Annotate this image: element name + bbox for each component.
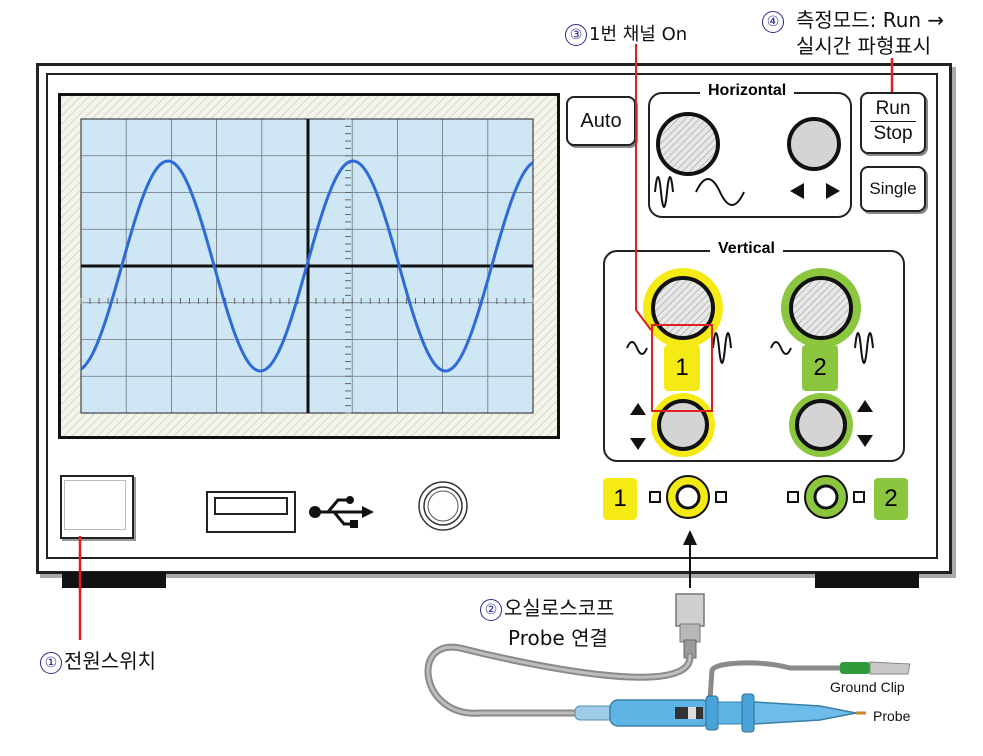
ch2-on-button[interactable]: 2 [802, 345, 838, 391]
ch1-highlight-box [651, 324, 713, 412]
vertical-controls [626, 268, 874, 457]
channel-leader [635, 44, 652, 331]
horizontal-controls [654, 112, 841, 208]
usb-port-slot [214, 497, 288, 515]
ch1-scale-knob [651, 276, 715, 340]
ground-clip-label: Ground Clip [830, 679, 905, 695]
callout-number-3: ③ [565, 24, 587, 46]
ch1-on-button[interactable]: 1 [664, 345, 700, 391]
right-arrow-icon [826, 183, 840, 199]
channel-callout-text: 1번 채널 On [589, 24, 688, 45]
oscilloscope-inner-frame [46, 73, 938, 559]
probe-bnc-connector [675, 593, 705, 627]
ch1-small-wave-icon [626, 341, 648, 355]
ch2-small-wave-icon [770, 341, 792, 355]
probe-label: Probe [873, 708, 911, 724]
display-screen [58, 93, 560, 439]
ch2-input-label: 2 [874, 478, 908, 520]
screen-ticks [80, 118, 534, 414]
callout-number-2: ② [480, 598, 502, 621]
run-label: Run [875, 98, 911, 119]
power-switch-inner [64, 480, 126, 530]
mode-callout: ④ 측정모드: Run → [762, 4, 944, 33]
sine-waveform [80, 159, 534, 373]
vertical-title: Vertical [710, 240, 783, 258]
stop-label: Stop [873, 123, 913, 144]
horizontal-title: Horizontal [700, 82, 795, 100]
expanded-wave-icon [695, 178, 745, 206]
ch1-down-arrow-icon [630, 438, 646, 450]
compressed-wave-icon [654, 176, 674, 208]
usb-icon [309, 496, 374, 528]
ch2-scale-knob [789, 276, 853, 340]
ground-clip [840, 662, 870, 674]
callout-number-1: ① [40, 651, 62, 674]
ch1-position-knob [657, 399, 709, 451]
callout-number-4: ④ [762, 10, 784, 33]
foot-right [815, 572, 919, 588]
foot-left [62, 572, 166, 588]
ch2-up-arrow-icon [857, 400, 873, 412]
power-switch[interactable] [60, 475, 134, 539]
left-arrow-icon [790, 183, 804, 199]
probe-arrow-head [683, 530, 697, 545]
single-button[interactable]: Single [860, 166, 926, 212]
ch2-large-wave-icon [854, 332, 874, 364]
ch2-bnc-input[interactable] [786, 474, 866, 520]
mode-callout-line2: 실시간 파형표시 [796, 34, 932, 58]
ground-lead [707, 660, 840, 701]
ch1-up-arrow-icon [630, 403, 646, 415]
probe-callout-line1: 오실로스코프 [504, 596, 615, 620]
ch1-input-label: 1 [603, 478, 637, 520]
probe-illustration [424, 593, 911, 733]
power-callout-text: 전원스위치 [64, 649, 156, 673]
probe-callout-line2: Probe 연결 [508, 626, 608, 650]
ch2-position-knob [795, 399, 847, 451]
auto-button[interactable]: Auto [566, 96, 636, 146]
horizontal-position-knob [787, 117, 841, 171]
ch1-bnc-input[interactable] [648, 474, 728, 520]
run-stop-divider [870, 121, 916, 122]
horizontal-scale-knob [656, 112, 720, 176]
run-stop-button[interactable]: Run Stop [860, 92, 926, 154]
aux-connector[interactable] [416, 479, 470, 533]
mode-callout-line1: 측정모드: Run → [796, 8, 945, 32]
ch1-large-wave-icon [712, 332, 732, 364]
ch2-down-arrow-icon [857, 435, 873, 447]
